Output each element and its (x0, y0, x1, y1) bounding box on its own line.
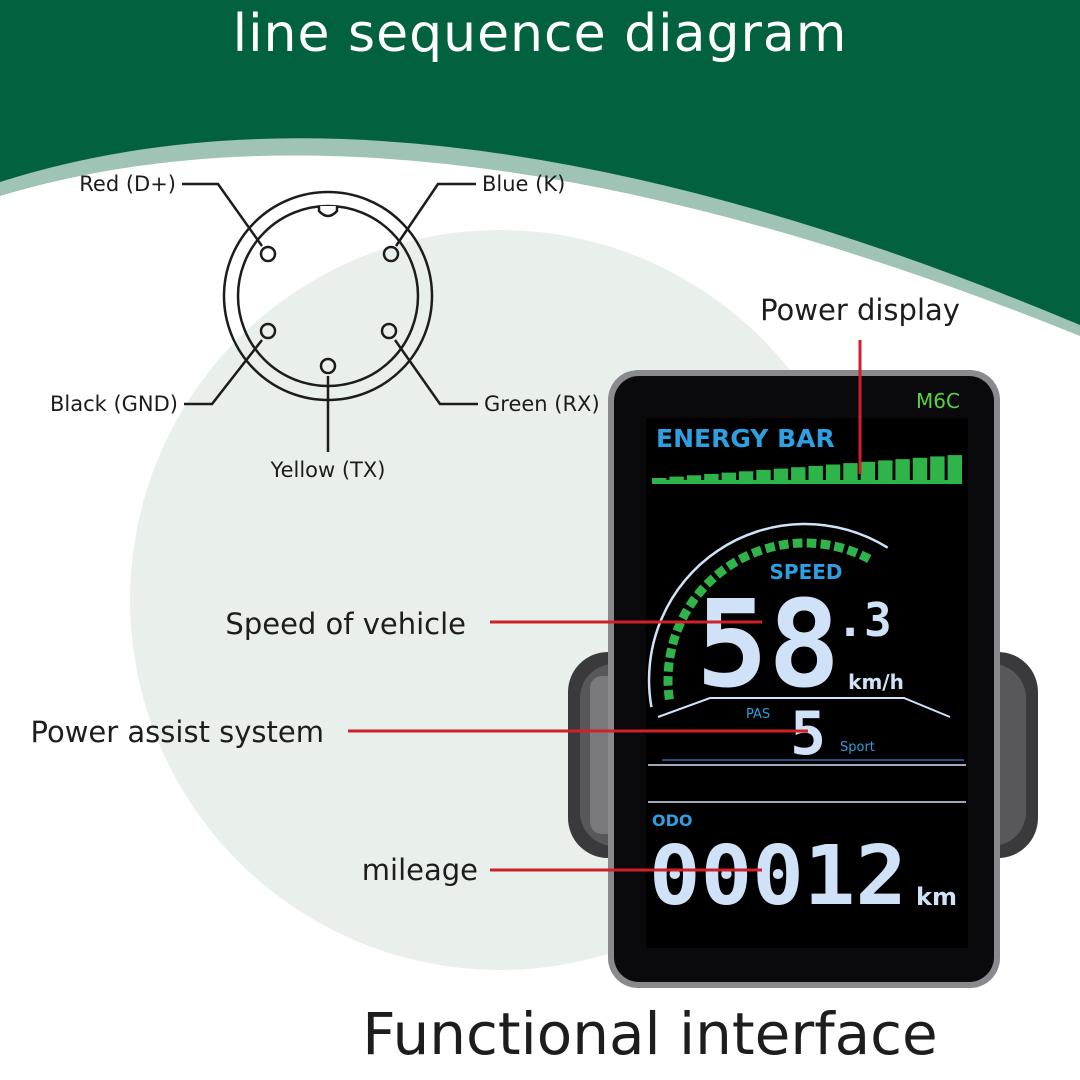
leader-red (182, 182, 264, 247)
speed-arc-segment (833, 541, 845, 553)
speed-arc-segment (764, 542, 776, 554)
odo-value: 00012 (649, 829, 907, 924)
callout-speed: Speed of vehicle (225, 607, 466, 641)
connector-diagram (182, 182, 478, 452)
speed-arc-segment (663, 689, 674, 701)
speed-arc-segment (663, 661, 674, 673)
energy-bar-segment (930, 456, 945, 484)
energy-bar-segment (704, 473, 719, 484)
speed-arc-segment (694, 584, 708, 598)
energy-bar-segment (878, 460, 893, 484)
speed-unit: km/h (848, 670, 904, 694)
energy-bar-segment (825, 464, 841, 484)
speed-arc-segment (846, 545, 859, 558)
energy-bar-segment (895, 459, 910, 484)
pas-frame-top (657, 697, 951, 718)
callout-power-display: Power display (760, 293, 960, 327)
speed-arc-segment (703, 574, 717, 588)
pas-mode: Sport (840, 740, 875, 755)
pin-label-red: Red (D+) (79, 172, 176, 196)
speed-arc-outline (647, 522, 889, 708)
pas-label: PAS (746, 707, 770, 722)
energy-bar-segment (860, 461, 876, 484)
speed-arc-segment (750, 545, 763, 558)
leader-green (393, 339, 478, 406)
pin-label-green: Green (RX) (484, 392, 600, 416)
energy-bar-segment (791, 467, 806, 484)
energy-bar-segment (808, 465, 823, 484)
lcd-screen (646, 418, 968, 948)
energy-bar (652, 455, 962, 485)
speed-decimal: .3 (836, 593, 891, 647)
leader-black (184, 339, 263, 406)
energy-bar-segment (686, 475, 702, 484)
speed-arc-segment (714, 565, 728, 579)
speed-arc-segment (665, 647, 677, 659)
pin-black (259, 322, 277, 340)
speed-arc-segment (725, 557, 739, 571)
speed-arc-segment (685, 595, 699, 609)
pin-red (259, 245, 277, 263)
footer-title: Functional interface (362, 1000, 938, 1068)
speed-arc-segment (737, 551, 751, 564)
speed-label: SPEED (770, 560, 843, 584)
energy-bar-segment (947, 455, 962, 485)
energy-bar-segment (912, 457, 928, 485)
pin-label-black: Black (GND) (50, 392, 178, 416)
energy-bar-segment (721, 472, 736, 484)
energy-bar-label: ENERGY BAR (656, 424, 835, 453)
model-label: M6C (916, 389, 960, 413)
speed-arc-segment (672, 620, 685, 633)
pin-yellow (319, 357, 337, 375)
energy-bar-baseline (652, 480, 962, 484)
speed-arc-segment (858, 550, 872, 563)
connector-key-notch (317, 206, 339, 218)
energy-bar-segment (843, 463, 858, 484)
pin-blue (382, 245, 400, 263)
callout-mileage: mileage (362, 853, 478, 887)
pin-green (380, 322, 398, 340)
speed-arc-segment (778, 539, 790, 550)
speed-arc-segment (820, 539, 831, 550)
connector-labels: Red (D+) Blue (K) Black (GND) Green (RX)… (50, 172, 600, 482)
pas-level: 5 (790, 699, 826, 769)
pin-label-yellow: Yellow (TX) (270, 458, 386, 482)
speed-arc-segment (806, 538, 817, 548)
callouts: Power display Speed of vehicle Power ass… (31, 293, 960, 887)
page-title: line sequence diagram (232, 4, 848, 64)
leader-blue (394, 182, 476, 247)
speed-arc-segment (792, 538, 803, 548)
speed-arc-segment (668, 633, 680, 646)
pin-label-blue: Blue (K) (482, 172, 565, 196)
odo-label: ODO (652, 811, 692, 830)
odo-unit: km (916, 883, 957, 911)
callout-pas: Power assist system (31, 715, 324, 749)
speed-arc-segment (678, 607, 692, 621)
display-device: M6C ENERGY BAR SPEED 58 .3 km/h PAS 5 Sp… (608, 370, 1000, 988)
speed-value: 58 (696, 576, 841, 715)
